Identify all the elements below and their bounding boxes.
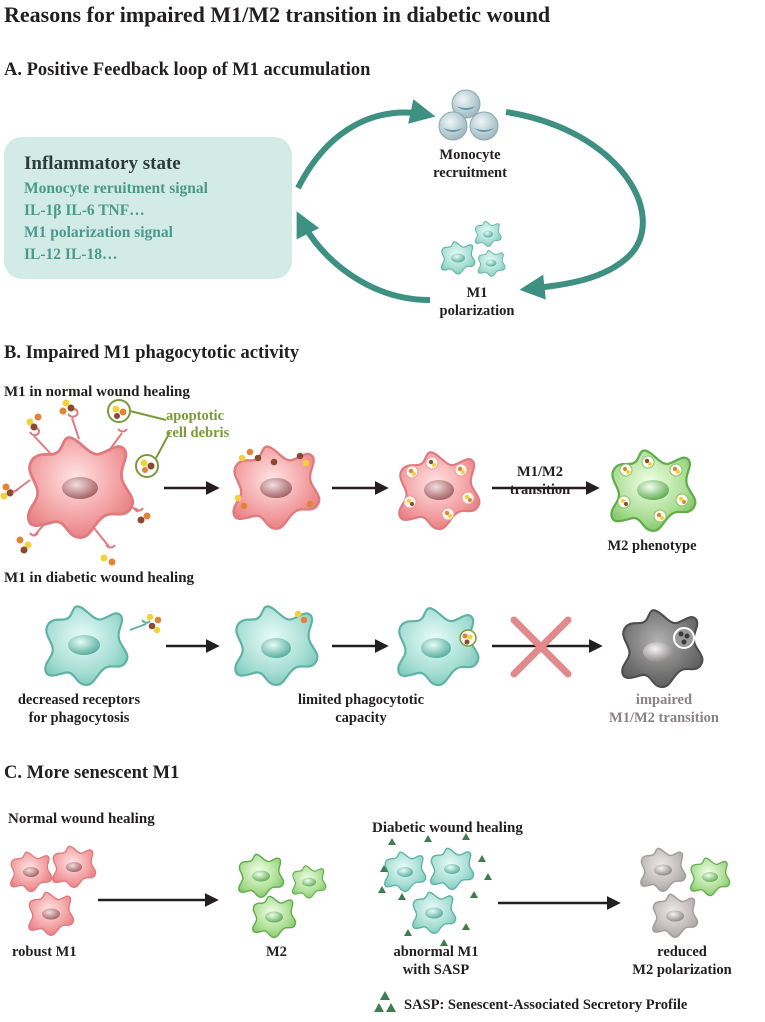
m2-label: M2	[266, 944, 287, 960]
inflammatory-state-box	[4, 137, 292, 279]
m1-polarization-cluster	[440, 220, 506, 277]
senescent-impaired-cell	[621, 609, 704, 689]
transition-label-line-2: transition	[509, 482, 571, 498]
debris-label-line-1: apoptotic	[166, 408, 224, 424]
reduced-m2-cluster	[640, 847, 731, 938]
apoptotic-debris-label: apoptotic cell debris	[166, 408, 229, 442]
sasp-legend-icon	[374, 991, 396, 1012]
receptor-label-line-2: for phagocytosis	[28, 710, 130, 726]
debris-callout	[107, 399, 171, 478]
impaired-label-line-1: impaired	[635, 692, 693, 708]
monocyte-label-line-1: Monocyte	[439, 147, 501, 163]
inflammatory-line-3: M1 polarization signal	[24, 224, 173, 241]
section-a-heading: A. Positive Feedback loop of M1 accumula…	[4, 60, 371, 80]
transition-label: M1/M2 transition	[510, 463, 570, 499]
abnormal-m1-sasp-cluster	[378, 833, 492, 946]
robust-m1-cluster	[9, 845, 97, 936]
monocyte-cluster	[438, 89, 499, 141]
diabetic-healing-subheading: M1 in diabetic wound healing	[4, 570, 195, 586]
section-c-heading: C. More senescent M1	[4, 763, 180, 783]
figure-title: Reasons for impaired M1/M2 transition in…	[4, 2, 551, 27]
m2-phenotype-cell	[610, 449, 697, 533]
m1-polarization-label: M1 polarization	[440, 284, 515, 320]
normal-m1-receptor-cell	[0, 399, 171, 566]
normal-healing-subheading: M1 in normal wound healing	[4, 384, 190, 400]
impaired-label-line-2: M1/M2 transition	[609, 710, 719, 726]
limited-capacity-label: limited phagocytotic capacity	[298, 691, 424, 727]
monocyte-label: Monocyte recruitment	[433, 146, 507, 182]
diabetic-m1-receptor-cell	[44, 605, 162, 687]
section-b-heading: B. Impaired M1 phagocytotic activity	[4, 343, 300, 363]
reduced-label-line-1: reduced	[657, 944, 707, 960]
normal-m1-engulfing-cell	[232, 445, 321, 530]
normal-wound-subheading: Normal wound healing	[8, 811, 155, 827]
m1-label-line-1: M1	[466, 285, 488, 301]
transition-label-line-1: M1/M2	[517, 464, 563, 480]
sasp-triangles	[378, 833, 492, 946]
m1-label-line-2: polarization	[439, 303, 515, 319]
abnormal-m1-label: abnormal M1 with SASP	[394, 943, 479, 979]
abnormal-label-line-2: with SASP	[402, 962, 470, 978]
receptor-label-line-1: decreased receptors	[17, 692, 141, 708]
inflammatory-state-title: Inflammatory state	[24, 153, 181, 174]
diabetic-m1-limited-cell	[397, 607, 480, 687]
sasp-legend-text: SASP: Senescent-Associated Secretory Pro…	[404, 997, 688, 1013]
inflammatory-line-4: IL-12 IL-18…	[24, 246, 118, 263]
monocyte-label-line-2: recruitment	[433, 165, 507, 181]
inflammatory-line-2: IL-1β IL-6 TNF…	[24, 202, 145, 219]
debris-label-line-2: cell debris	[166, 425, 230, 441]
reduced-m2-label: reduced M2 polarization	[632, 943, 731, 979]
blocked-cross-icon	[510, 616, 572, 678]
m2-phenotype-label: M2 phenotype	[607, 538, 697, 554]
diabetic-m1-engulfing-cell	[234, 605, 319, 687]
impaired-transition-label: impaired M1/M2 transition	[609, 691, 719, 727]
reduced-label-line-2: M2 polarization	[632, 962, 732, 978]
robust-m1-label: robust M1	[12, 944, 77, 960]
abnormal-label-line-1: abnormal M1	[393, 944, 479, 960]
normal-m1-digesting-cell	[398, 451, 481, 531]
capacity-label-line-2: capacity	[335, 710, 387, 726]
decreased-receptors-label: decreased receptors for phagocytosis	[18, 691, 140, 727]
capacity-label-line-1: limited phagocytotic	[297, 692, 425, 708]
m2-cluster	[238, 853, 327, 939]
diabetic-wound-subheading: Diabetic wound healing	[372, 820, 523, 836]
feedback-loop-arrows	[295, 99, 646, 303]
debris-dots-normal	[0, 399, 151, 566]
inflammatory-line-1: Monocyte reruitment signal	[24, 180, 208, 197]
